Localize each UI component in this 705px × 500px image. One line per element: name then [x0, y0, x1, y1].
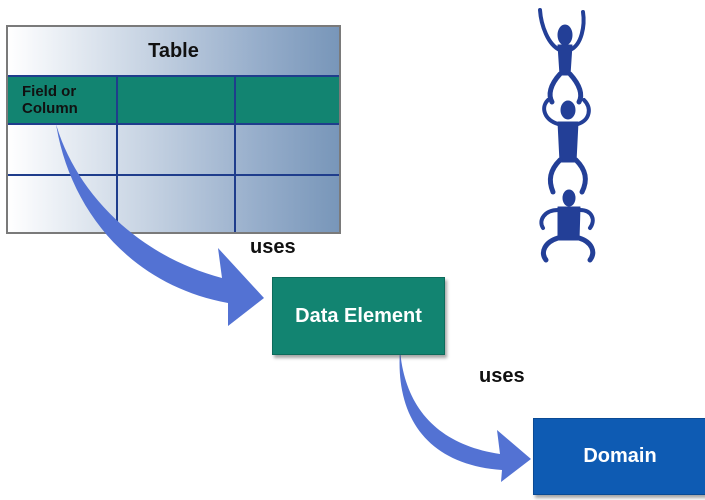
uses-label-2: uses [479, 365, 525, 387]
field-or-column-label: Field or Column [22, 83, 112, 117]
table-graphic: Table Field or Column [6, 25, 341, 234]
table-row-divider [8, 174, 339, 176]
field-label-line2: Column [22, 100, 78, 117]
stacked-people-icon [538, 8, 596, 263]
domain-box: Domain [533, 418, 705, 495]
arrow-data-element-to-domain [399, 350, 531, 482]
table-title: Table [148, 40, 199, 62]
arrow-field-to-data-element [56, 124, 264, 326]
field-label-line1: Field or [22, 83, 77, 100]
uses-label-1: uses [250, 236, 296, 258]
table-header-row [8, 75, 339, 125]
table-column-divider [116, 75, 118, 232]
table-column-divider [234, 75, 236, 232]
data-element-box: Data Element [272, 277, 445, 355]
